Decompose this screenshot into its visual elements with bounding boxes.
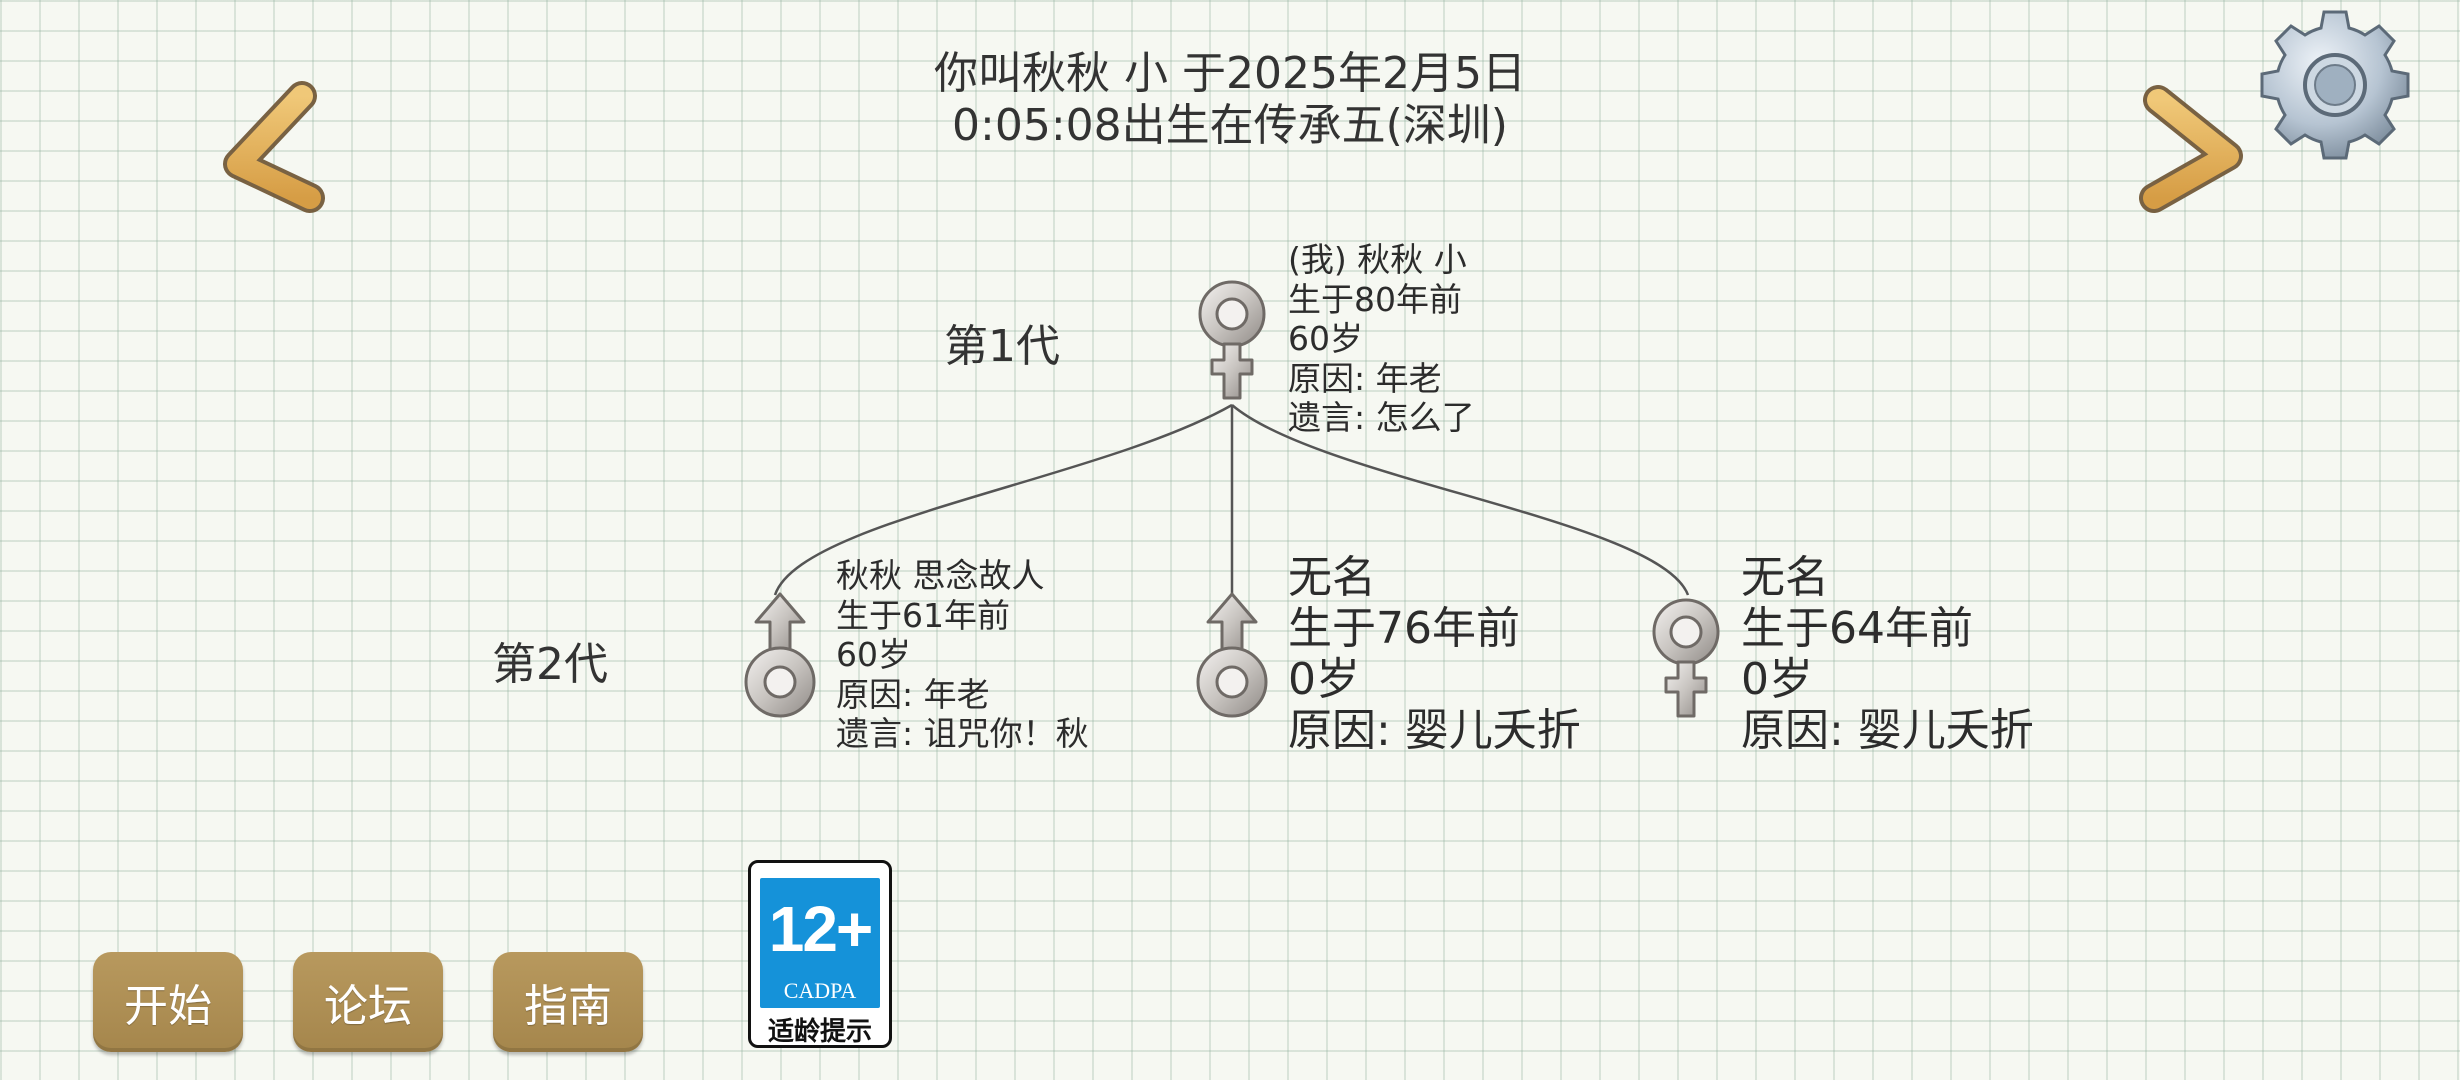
age-rating-caption: 适龄提示 — [767, 1017, 872, 1047]
age-rating-org: CADPA — [783, 978, 857, 1003]
child-1-last-words: 遗言: 诅咒你！秋 — [836, 714, 1089, 753]
start-button[interactable]: 开始 — [93, 952, 243, 1052]
self-info: (我) 秋秋 小 生于80年前 60岁 原因: 年老 遗言: 怎么了 — [1288, 240, 1475, 438]
child-1-male-symbol[interactable] — [738, 590, 822, 730]
generation-1-label: 第1代 — [944, 321, 1060, 372]
child-1-cause: 原因: 年老 — [836, 674, 990, 714]
female-symbol-icon — [1198, 280, 1266, 400]
right-arrow-icon — [2139, 85, 2243, 213]
age-rating-panel: 12+ CADPA — [760, 878, 880, 1008]
male-symbol-icon — [1196, 592, 1268, 718]
birth-info-line-1: 你叫秋秋 小 于2025年2月5日 — [934, 48, 1526, 99]
birth-info-header: 你叫秋秋 小 于2025年2月5日 0:05:08出生在传承五(深圳) — [730, 48, 1730, 152]
child-3-age: 0岁 — [1741, 654, 1813, 705]
child-3-born: 生于64年前 — [1741, 603, 1973, 654]
child-2-age: 0岁 — [1288, 654, 1360, 705]
child-1-name: 秋秋 思念故人 — [836, 556, 1045, 595]
child-2-cause: 原因: 婴儿夭折 — [1288, 705, 1581, 756]
self-name: (我) 秋秋 小 — [1288, 240, 1467, 279]
child-3-female-symbol[interactable] — [1644, 590, 1728, 730]
birth-info-line-2: 0:05:08出生在传承五(深圳) — [952, 100, 1508, 151]
self-born: 生于80年前 — [1288, 279, 1462, 319]
male-symbol-icon — [744, 592, 816, 718]
guide-button[interactable]: 指南 — [493, 952, 643, 1052]
self-female-symbol[interactable] — [1190, 272, 1274, 412]
age-rating-badge[interactable]: 12+ CADPA 适龄提示 — [748, 860, 892, 1048]
generation-2-label: 第2代 — [492, 639, 608, 690]
child-2-male-symbol[interactable] — [1190, 590, 1274, 730]
child-3-name: 无名 — [1741, 552, 1829, 603]
child-2-born: 生于76年前 — [1288, 603, 1520, 654]
child-2-info: 无名 生于76年前 0岁 原因: 婴儿夭折 — [1288, 552, 1581, 756]
gear-icon — [2260, 10, 2410, 160]
self-age: 60岁 — [1288, 319, 1363, 358]
previous-page-button[interactable] — [210, 80, 330, 230]
age-rating-number: 12+ — [768, 893, 874, 965]
child-1-age: 60岁 — [836, 635, 911, 674]
self-cause: 原因: 年老 — [1288, 358, 1442, 398]
child-1-info: 秋秋 思念故人 生于61年前 60岁 原因: 年老 遗言: 诅咒你！秋 — [836, 556, 1089, 754]
child-2-name: 无名 — [1288, 552, 1376, 603]
next-page-button[interactable] — [2130, 80, 2250, 230]
child-1-born: 生于61年前 — [836, 595, 1010, 635]
female-symbol-icon — [1652, 598, 1720, 718]
left-arrow-icon — [223, 81, 325, 213]
settings-button[interactable] — [2260, 10, 2410, 160]
child-3-cause: 原因: 婴儿夭折 — [1741, 705, 2034, 756]
child-3-info: 无名 生于64年前 0岁 原因: 婴儿夭折 — [1741, 552, 2034, 756]
self-last-words: 遗言: 怎么了 — [1288, 398, 1475, 437]
forum-button[interactable]: 论坛 — [293, 952, 443, 1052]
